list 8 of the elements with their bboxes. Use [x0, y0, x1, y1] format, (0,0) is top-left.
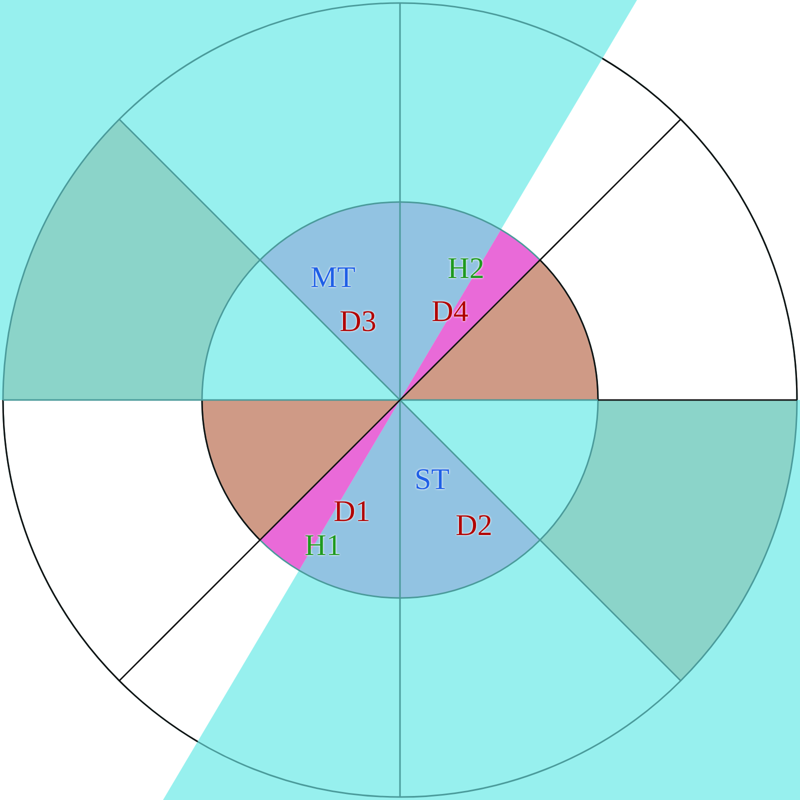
sector-label: ST — [414, 465, 450, 495]
sector-label: H1 — [304, 531, 342, 561]
sector-label: D3 — [340, 307, 376, 337]
sector-label: D2 — [456, 511, 492, 541]
sector-label: MT — [310, 263, 356, 293]
sector-label: H2 — [448, 254, 484, 284]
sector-label: D4 — [432, 297, 468, 327]
sector-label: D1 — [334, 497, 370, 527]
